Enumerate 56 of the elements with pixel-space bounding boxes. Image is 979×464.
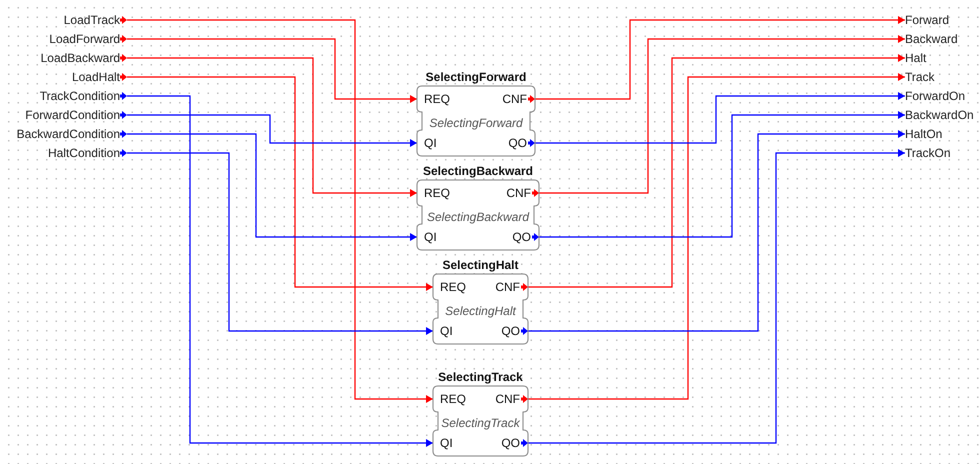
connector (528, 149, 905, 444)
connector (127, 57, 417, 197)
port-label: CNF (506, 184, 539, 202)
interface-label: Halt (905, 49, 979, 67)
block-type-name: SelectingHalt (444, 303, 518, 320)
port-label: QI (433, 434, 453, 452)
interface-label: LoadHalt (0, 68, 127, 86)
connector (127, 19, 433, 403)
interface-label: ForwardOn (905, 87, 979, 105)
port-label: QI (433, 322, 453, 340)
connector (127, 95, 433, 447)
interface-label: BackwardOn (905, 106, 979, 124)
connector (535, 16, 905, 100)
interface-label: ForwardCondition (0, 106, 127, 124)
port-label: QO (508, 134, 535, 152)
interface-label: Forward (905, 11, 979, 29)
interface-label: TrackOn (905, 144, 979, 162)
connector (127, 76, 433, 291)
connector (539, 111, 905, 238)
block-title: SelectingBackward (422, 163, 534, 180)
interface-label: Backward (905, 30, 979, 48)
port-label: CNF (495, 278, 528, 296)
connector (127, 38, 417, 103)
connector (528, 130, 905, 332)
block-type-name: SelectingForward (428, 115, 524, 132)
port-label: REQ (417, 184, 450, 202)
connector (127, 152, 433, 335)
port-label: REQ (417, 90, 450, 108)
port-label: QO (512, 228, 539, 246)
interface-label: Track (905, 68, 979, 86)
connector (535, 92, 905, 144)
interface-label: LoadTrack (0, 11, 127, 29)
block-title: SelectingForward (424, 69, 528, 86)
connector (528, 73, 905, 400)
block-title: SelectingHalt (441, 257, 520, 274)
port-label: QO (501, 322, 528, 340)
block-type-name: SelectingTrack (440, 415, 521, 432)
connector (528, 54, 905, 288)
port-label: QI (417, 134, 437, 152)
block-title: SelectingTrack (437, 369, 524, 386)
port-label: REQ (433, 390, 466, 408)
port-label: QI (417, 228, 437, 246)
connector (539, 35, 905, 194)
port-label: REQ (433, 278, 466, 296)
connector (127, 133, 417, 241)
interface-label: LoadBackward (0, 49, 127, 67)
interface-label: HaltOn (905, 125, 979, 143)
port-label: CNF (502, 90, 535, 108)
connector (127, 114, 417, 147)
interface-label: TrackCondition (0, 87, 127, 105)
interface-label: BackwardCondition (0, 125, 127, 143)
interface-label: HaltCondition (0, 144, 127, 162)
interface-label: LoadForward (0, 30, 127, 48)
block-type-name: SelectingBackward (426, 209, 530, 226)
port-label: QO (501, 434, 528, 452)
port-label: CNF (495, 390, 528, 408)
